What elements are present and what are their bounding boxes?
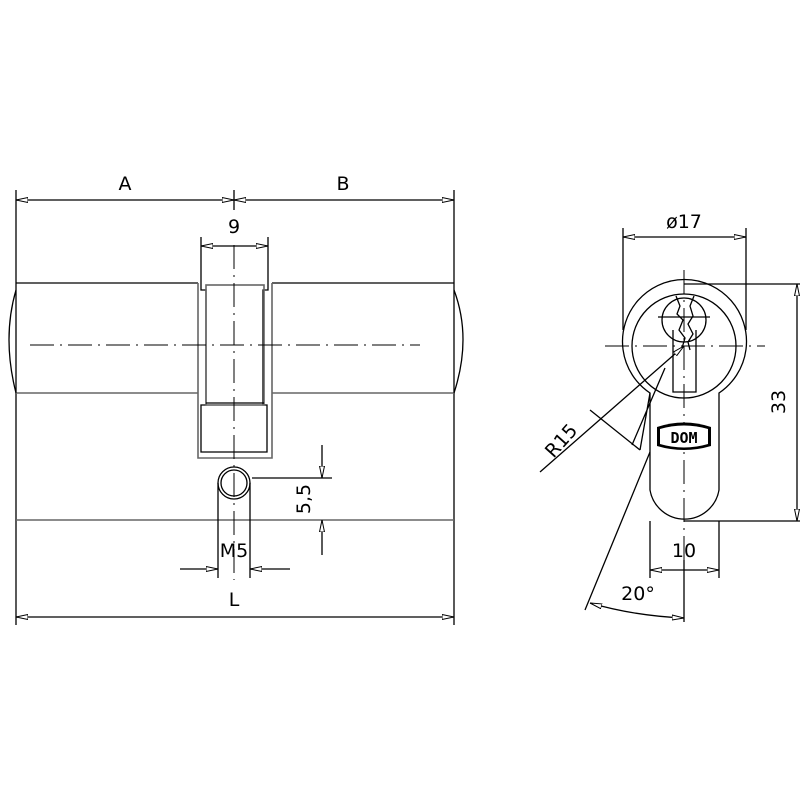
- label-5-5: 5,5: [293, 484, 315, 514]
- svg-text:DOM: DOM: [670, 429, 697, 447]
- label-20deg: 20°: [621, 583, 655, 605]
- left-dome: [8, 289, 17, 394]
- label-m5: M5: [220, 540, 248, 562]
- label-d17: ø17: [666, 211, 702, 233]
- cylinder-profile: [621, 278, 748, 520]
- dim-20deg: [590, 602, 684, 618]
- dom-logo: DOM: [657, 422, 711, 450]
- right-dome: [453, 289, 464, 394]
- label-33: 33: [768, 390, 790, 414]
- label-r15: R15: [541, 420, 582, 463]
- label-a: A: [119, 173, 132, 195]
- label-9: 9: [228, 216, 240, 238]
- side-view: A B 9 M5 L 5,5: [8, 173, 464, 625]
- label-l: L: [229, 589, 240, 611]
- label-10: 10: [672, 540, 696, 562]
- front-view: DOM ø17 33 10 R15 20°: [539, 211, 800, 622]
- label-b: B: [336, 173, 349, 195]
- dim-r15: [539, 345, 685, 473]
